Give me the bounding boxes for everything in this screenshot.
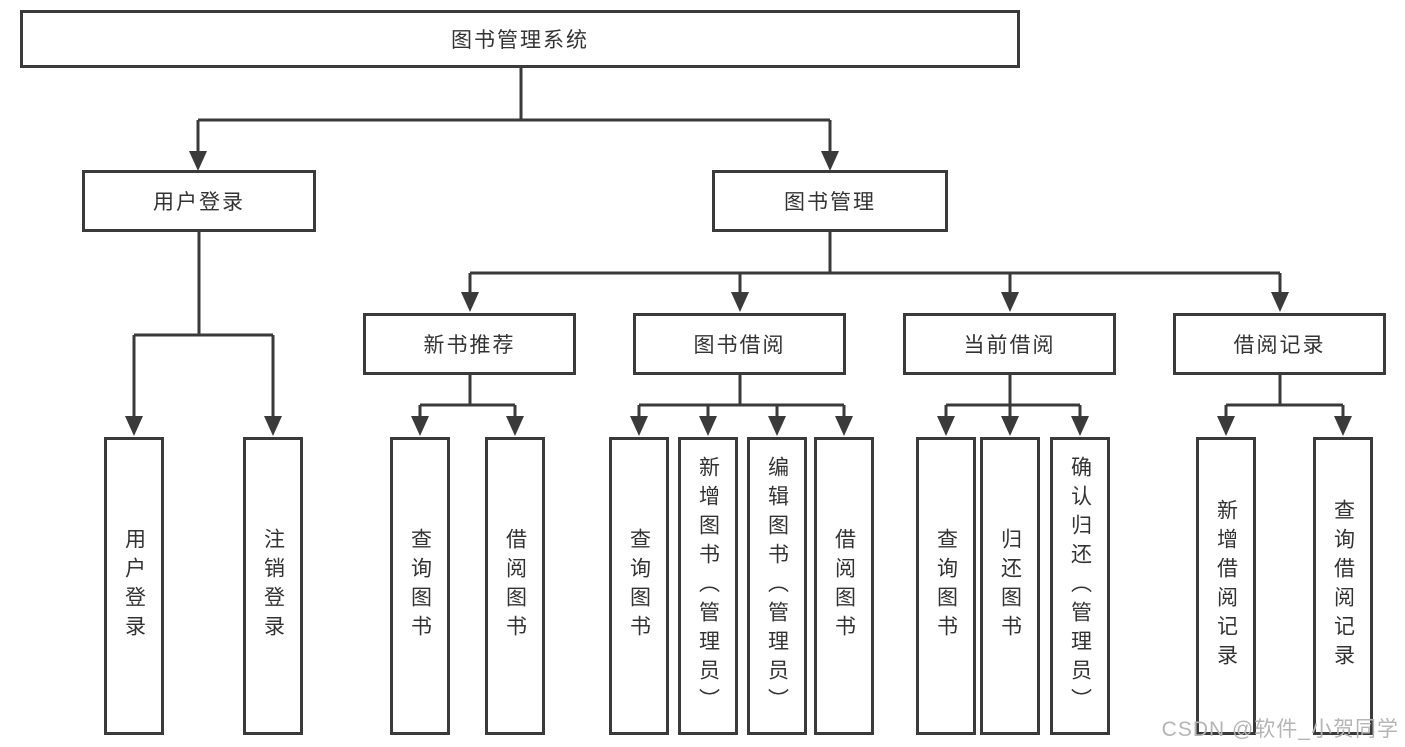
node-borrow-records: 借阅记录 [1173,313,1386,375]
leaf-record-query: 查询借阅记录 [1313,437,1373,735]
node-current-borrow: 当前借阅 [903,313,1116,375]
arrow-down-icon [699,416,717,436]
node-book-borrow: 图书借阅 [633,313,846,375]
connector-current-borrow-to-leaves [937,375,1089,436]
arrow-down-icon [630,416,648,436]
arrow-down-icon [461,292,479,312]
node-new-book-recommend: 新书推荐 [363,313,576,375]
leaf-borrow-add-books-admin: 新增图书（管理员） [678,437,738,735]
connector-root-to-level2 [189,68,839,171]
arrow-down-icon [1334,416,1352,436]
arrow-down-icon [125,416,143,436]
arrow-down-icon [1071,416,1089,436]
arrow-down-icon [937,416,955,436]
leaf-user-login: 用户登录 [104,437,164,735]
node-book-management: 图书管理 [712,170,948,232]
arrow-down-icon [411,416,429,436]
arrow-down-icon [1271,292,1289,312]
leaf-newbook-borrow-books: 借阅图书 [485,437,545,735]
leaf-current-confirm-return-admin: 确认归还（管理员） [1050,437,1110,735]
leaf-borrow-borrow-books: 借阅图书 [814,437,874,735]
connector-borrow-records-to-leaves [1217,375,1352,436]
connector-book-management-to-level3 [461,232,1289,312]
node-user-login: 用户登录 [82,170,316,232]
arrow-down-icon [1217,416,1235,436]
arrow-down-icon [768,416,786,436]
leaf-current-query-books: 查询图书 [916,437,976,735]
leaf-borrow-edit-books-admin: 编辑图书（管理员） [747,437,807,735]
watermark-text: CSDN @软件_小贺同学 [1161,718,1399,741]
leaf-record-add: 新增借阅记录 [1196,437,1256,735]
arrow-down-icon [1001,292,1019,312]
arrow-down-icon [1001,416,1019,436]
connector-book-borrow-to-leaves [630,375,853,436]
leaf-current-return-books: 归还图书 [980,437,1040,735]
connector-user-login-to-leaves [125,232,282,436]
leaf-logout: 注销登录 [243,437,303,735]
arrow-down-icon [835,416,853,436]
leaf-newbook-query-books: 查询图书 [390,437,450,735]
arrow-down-icon [189,151,207,171]
connector-new-book-to-leaves [411,375,524,436]
arrow-down-icon [731,292,749,312]
node-library-system: 图书管理系统 [20,10,1020,68]
leaf-borrow-query-books: 查询图书 [609,437,669,735]
arrow-down-icon [506,416,524,436]
arrow-down-icon [821,151,839,171]
arrow-down-icon [264,416,282,436]
